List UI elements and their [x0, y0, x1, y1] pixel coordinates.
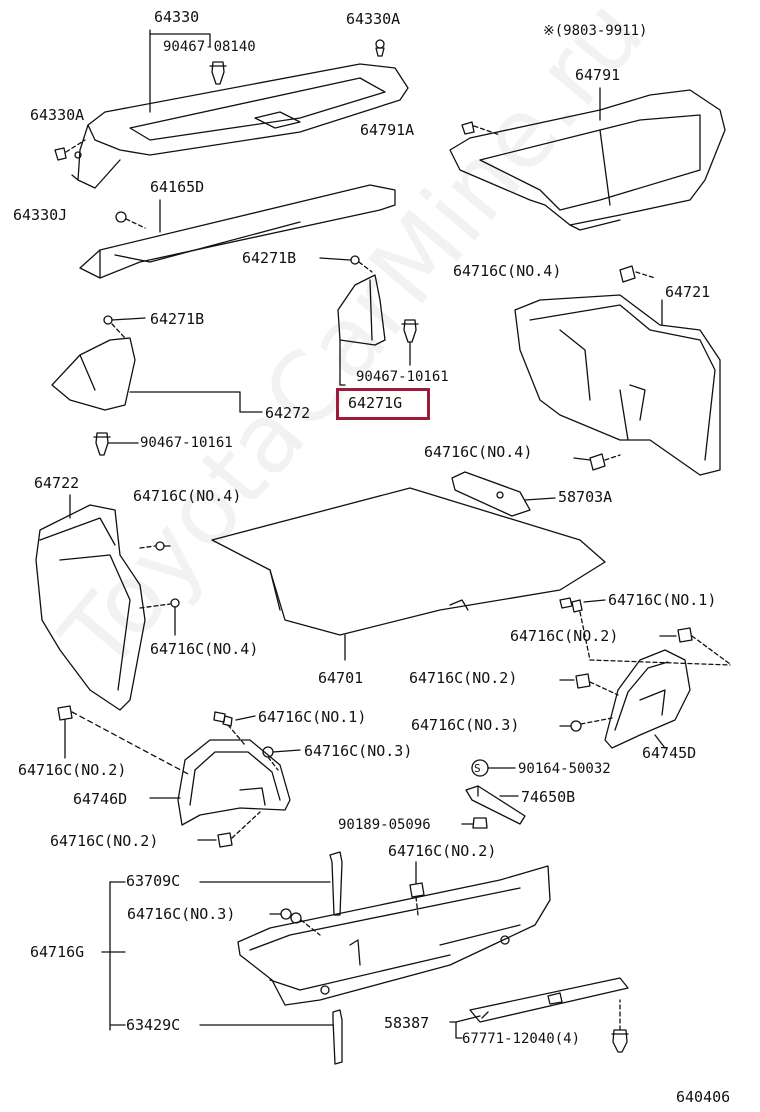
part-64716G-panel-trim[interactable] — [237, 865, 551, 1006]
label-64271B-mid: 64271B — [242, 249, 297, 267]
clip-64716C-no4-b[interactable] — [589, 453, 606, 471]
part-58703A-mat[interactable] — [451, 471, 531, 517]
label-67771-12040: 67771-12040(4) — [462, 1031, 581, 1047]
clip-64791A[interactable] — [461, 121, 475, 135]
label-64330J: 64330J — [13, 206, 68, 224]
clip-64716C-no2-b[interactable] — [57, 705, 73, 721]
part-64746D-cover[interactable] — [177, 739, 291, 826]
label-64716C-no2-a: 64716C(NO.2) — [510, 627, 619, 645]
part-64271G-bracket[interactable] — [337, 274, 386, 346]
label-64716C-no1-b: 64716C(NO.1) — [258, 708, 367, 726]
label-64716C-no2-e: 64716C(NO.2) — [388, 842, 497, 860]
screw-s-marker: S — [474, 762, 481, 775]
label-64716C-no4-d: 64716C(NO.4) — [150, 640, 259, 658]
label-64745D: 64745D — [642, 744, 697, 762]
range-note: ※(9803-9911) — [543, 23, 648, 39]
label-64272: 64272 — [265, 404, 311, 422]
label-74650B: 74650B — [521, 788, 576, 806]
part-64745D-cover[interactable] — [604, 649, 691, 749]
label-64330A-left: 64330A — [30, 106, 85, 124]
label-64330A-top: 64330A — [346, 10, 401, 28]
label-58703A: 58703A — [558, 488, 613, 506]
label-64701: 64701 — [318, 669, 364, 687]
part-64165D-panel[interactable] — [79, 184, 396, 279]
label-90189-05096: 90189-05096 — [338, 817, 431, 833]
part-64791-trunk-lid-trim[interactable] — [449, 89, 726, 231]
clip-64716C-no2-e[interactable] — [409, 882, 425, 898]
highlight-box-64271G — [336, 388, 430, 420]
label-64791A: 64791A — [360, 121, 415, 139]
label-63429C: 63429C — [126, 1016, 181, 1034]
label-58387: 58387 — [384, 1014, 430, 1032]
label-63709C: 63709C — [126, 872, 181, 890]
label-64271G[interactable]: 64271G — [348, 394, 403, 412]
label-64716C-no2-c: 64716C(NO.2) — [18, 761, 127, 779]
clip-64716C-no1-a[interactable] — [559, 597, 583, 613]
part-58387-plate[interactable] — [469, 977, 629, 1023]
part-63709C-stopper[interactable] — [329, 851, 343, 916]
clip-64330A-left[interactable] — [54, 147, 67, 161]
clip-64716C-no4-d[interactable] — [170, 598, 180, 608]
label-64716C-no3-a: 64716C(NO.3) — [411, 716, 520, 734]
clip-67771-12040[interactable] — [611, 1029, 629, 1053]
part-63429C-stopper[interactable] — [332, 1009, 343, 1065]
label-64722: 64722 — [34, 474, 80, 492]
part-64721-side-trim[interactable] — [514, 294, 721, 476]
label-90467-08140: 90467-08140 — [163, 39, 256, 55]
label-90467-10161-left: 90467-10161 — [140, 435, 233, 451]
clip-64716C-no4-c[interactable] — [155, 541, 171, 551]
part-64701-floor-mat[interactable] — [211, 487, 606, 636]
nut-90189-05096[interactable] — [472, 817, 488, 829]
label-64165D: 64165D — [150, 178, 205, 196]
clip-64716C-no2-c[interactable] — [217, 832, 233, 848]
label-64716C-no4-b: 64716C(NO.4) — [424, 443, 533, 461]
clip-90467-08140[interactable] — [209, 61, 227, 85]
leader-64272 — [129, 391, 263, 413]
label-64716C-no3-b: 64716C(NO.3) — [304, 742, 413, 760]
part-64722-side-trim[interactable] — [35, 504, 146, 711]
illustration-code: 640406 — [676, 1088, 731, 1106]
clip-64330A-top[interactable] — [375, 39, 385, 57]
part-64330-package-tray[interactable] — [71, 63, 409, 189]
label-64716C-no4-c: 64716C(NO.4) — [133, 487, 242, 505]
clip-64716C-no3-a[interactable] — [570, 720, 582, 732]
label-64716C-no4-a: 64716C(NO.4) — [453, 262, 562, 280]
label-64271B-left: 64271B — [150, 310, 205, 328]
label-64721: 64721 — [665, 283, 711, 301]
clip-64716C-no2-d[interactable] — [575, 673, 591, 689]
clip-64716C-no3-c[interactable] — [280, 908, 302, 924]
clip-90467-10161-mid[interactable] — [401, 319, 419, 343]
label-64716C-no1-a: 64716C(NO.1) — [608, 591, 717, 609]
label-64716C-no2-b: 64716C(NO.2) — [409, 669, 518, 687]
label-64716C-no2-d: 64716C(NO.2) — [50, 832, 159, 850]
clip-64271B-mid[interactable] — [350, 255, 360, 265]
clip-64330J[interactable] — [115, 211, 127, 223]
clip-90467-10161-left[interactable] — [93, 432, 111, 456]
clip-64271B-left[interactable] — [103, 315, 113, 325]
label-64791: 64791 — [575, 66, 621, 84]
part-74650B-bracket[interactable] — [465, 785, 526, 825]
clip-64716C-no2-a[interactable] — [677, 627, 693, 643]
label-64330: 64330 — [154, 8, 200, 26]
label-90164-50032: 90164-50032 — [518, 761, 611, 777]
label-90467-10161-mid: 90467-10161 — [356, 369, 449, 385]
label-64716G: 64716G — [30, 943, 85, 961]
clip-64716C-no4-a[interactable] — [619, 265, 636, 283]
clip-64716C-no1-b[interactable] — [213, 711, 233, 727]
part-64272-bracket[interactable] — [51, 337, 136, 411]
label-64746D: 64746D — [73, 790, 128, 808]
label-64716C-no3-c: 64716C(NO.3) — [127, 905, 236, 923]
